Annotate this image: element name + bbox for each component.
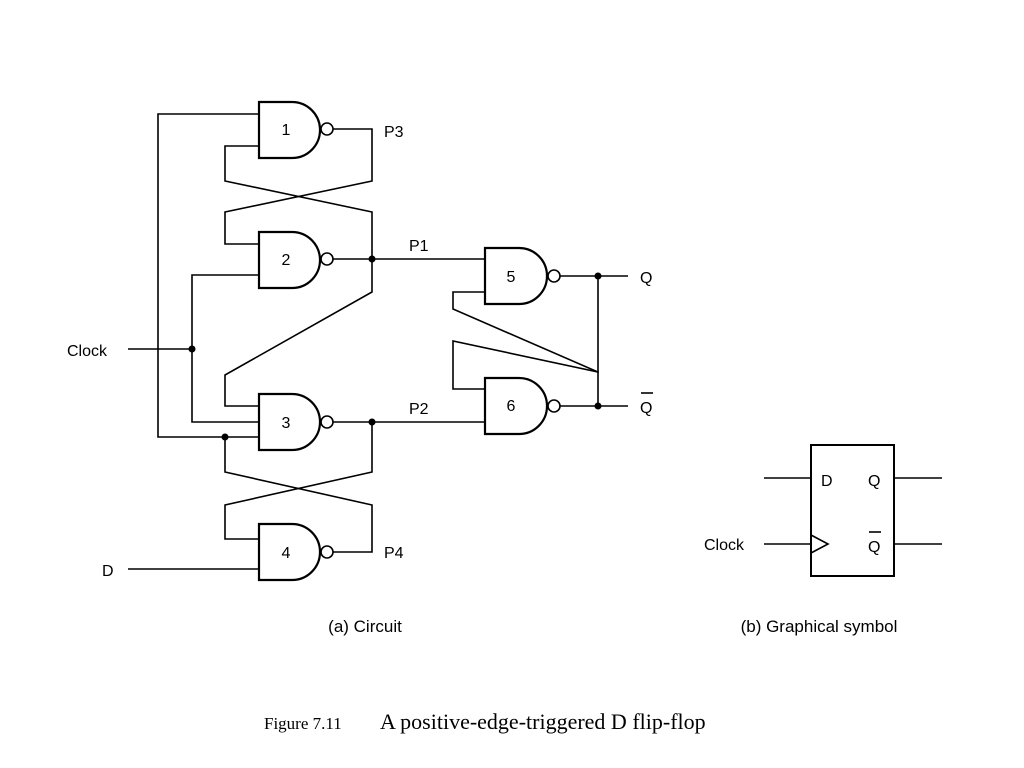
- gate-2-number: 2: [282, 252, 291, 269]
- flip-flop-symbol: D Q Q Clock: [704, 444, 942, 577]
- junction-dots: [188, 255, 602, 441]
- figure-number: Figure 7.11: [264, 714, 342, 733]
- symbol-q-bar-label: Q: [868, 539, 880, 556]
- nand-gate-6: 6: [483, 376, 561, 436]
- clock-edge-triangle: [810, 534, 830, 554]
- symbol-q-label: Q: [868, 473, 880, 490]
- clock-input-label: Clock: [67, 343, 108, 360]
- symbol-clock-label: Clock: [704, 537, 745, 554]
- nand-gate-1: 1: [257, 100, 334, 160]
- gate-5-number: 5: [507, 269, 516, 286]
- q-output-label: Q: [640, 270, 652, 287]
- gate-1-number: 1: [282, 122, 291, 139]
- nand-gate-3: 3: [257, 392, 334, 452]
- d-input-label: D: [102, 563, 114, 580]
- gate-3-number: 3: [282, 415, 291, 432]
- q-bar-output-label: Q: [640, 400, 652, 417]
- symbol-d-label: D: [821, 473, 833, 490]
- p2-label: P2: [409, 401, 429, 418]
- p4-label: P4: [384, 545, 404, 562]
- nand-gate-4: 4: [257, 522, 334, 582]
- p3-label: P3: [384, 124, 404, 141]
- nand-gate-5: 5: [483, 246, 561, 306]
- gate-4-number: 4: [282, 545, 291, 562]
- nand-gate-2: 2: [257, 230, 334, 290]
- gate-6-number: 6: [507, 398, 516, 415]
- p1-label: P1: [409, 238, 429, 255]
- circuit-caption: (a) Circuit: [328, 617, 402, 636]
- figure-title: A positive-edge-triggered D flip-flop: [380, 709, 706, 734]
- circuit-wires: [128, 113, 628, 570]
- symbol-caption: (b) Graphical symbol: [741, 617, 898, 636]
